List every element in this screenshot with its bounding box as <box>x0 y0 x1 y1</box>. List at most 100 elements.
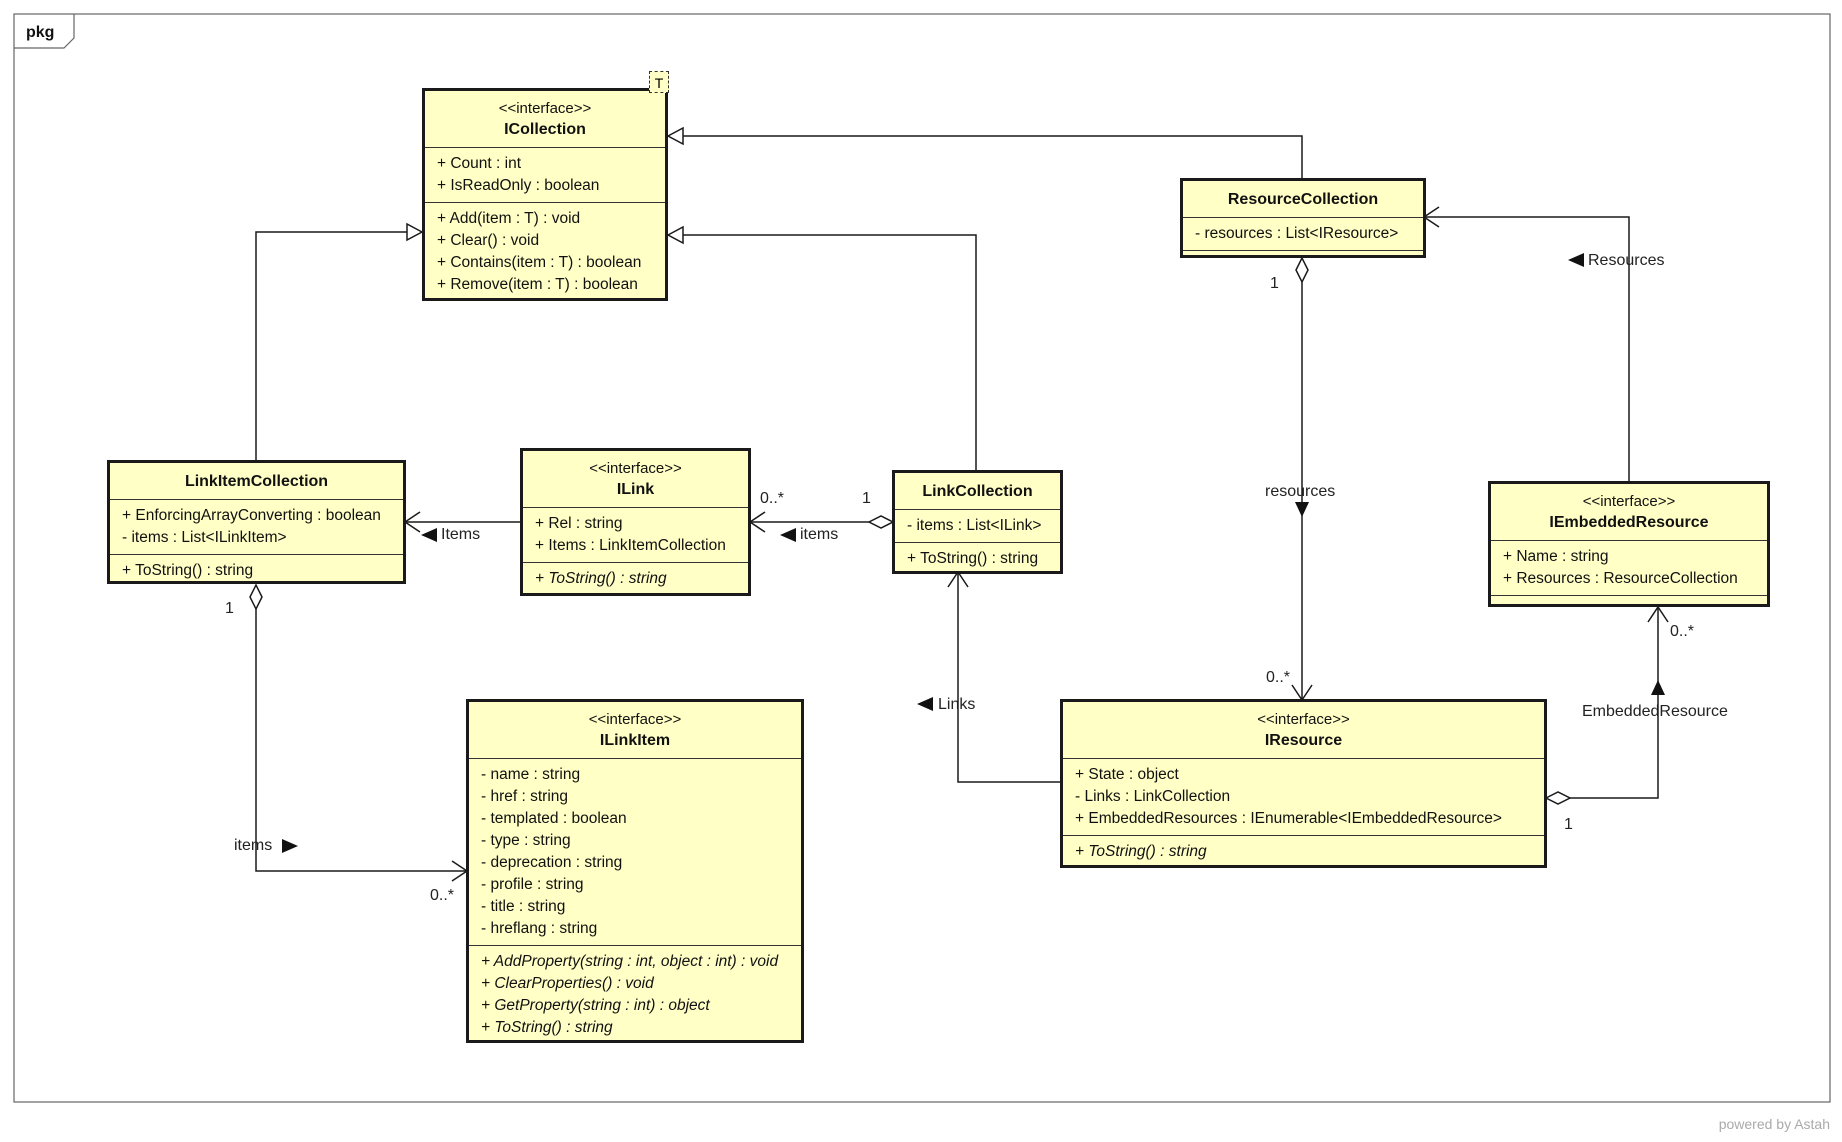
class-header: LinkCollection <box>895 473 1060 510</box>
attribute: - hreflang : string <box>481 920 598 937</box>
attribute: - items : List<ILink> <box>907 517 1042 534</box>
multiplicity-label: 0..* <box>760 490 785 507</box>
attribute: + EnforcingArrayConverting : boolean <box>122 507 381 524</box>
class-linkcollection[interactable]: LinkCollection - items : List<ILink> + T… <box>892 470 1063 574</box>
attributes-compartment: + State : object - Links : LinkCollectio… <box>1063 759 1544 836</box>
class-name: LinkItemCollection <box>184 473 329 490</box>
attribute: - resources : List<IResource> <box>1195 225 1399 242</box>
operation: + ToString() : string <box>907 550 1039 567</box>
stereotype-label: <<interface>> <box>1582 493 1676 510</box>
attributes-compartment: - resources : List<IResource> <box>1183 218 1423 251</box>
class-name: IResource <box>1264 732 1343 749</box>
operations-compartment: + ToString() : string <box>1063 836 1544 868</box>
operation: + AddProperty(string : int, object : int… <box>481 953 779 970</box>
attribute: - href : string <box>481 788 568 805</box>
multiplicity-label: 0..* <box>430 887 455 904</box>
class-header: <<interface>> IResource <box>1063 702 1544 759</box>
realization-linkcollection <box>668 234 977 471</box>
attribute: - profile : string <box>481 876 584 893</box>
operation: + ToString() : string <box>1075 843 1207 860</box>
attribute: - Links : LinkCollection <box>1075 788 1231 805</box>
attribute: + Items : LinkItemCollection <box>535 537 726 554</box>
operation: + Contains(item : T) : boolean <box>437 254 642 271</box>
attributes-compartment: + Rel : string + Items : LinkItemCollect… <box>523 508 748 563</box>
class-iresource[interactable]: <<interface>> IResource + State : object… <box>1060 699 1547 868</box>
class-name: ResourceCollection <box>1227 191 1379 208</box>
association-label: items <box>234 837 273 854</box>
multiplicity-label: 0..* <box>1670 623 1695 640</box>
class-icollection[interactable]: <<interface>> ICollection + Count : int … <box>422 88 668 301</box>
class-header: <<interface>> ILink <box>523 451 748 508</box>
aggregation-linkitemcollection-items <box>255 585 467 872</box>
operations-compartment: + ToString() : string <box>895 543 1060 575</box>
association-label: Links <box>938 696 976 713</box>
package-label: pkg <box>26 24 55 41</box>
realization-linkitemcollection <box>255 231 422 461</box>
attribute: - templated : boolean <box>481 810 627 827</box>
operations-compartment: + ToString() : string <box>523 563 748 595</box>
aggregation-iresource-embedded <box>1546 607 1659 799</box>
open-arrowhead <box>1647 605 1669 623</box>
stereotype-label: <<interface>> <box>498 100 592 117</box>
multiplicity-label: 1 <box>862 490 871 507</box>
attributes-compartment: - items : List<ILink> <box>895 510 1060 543</box>
generalization-arrowhead <box>406 222 424 242</box>
direction-triangle <box>780 528 796 542</box>
class-ilink[interactable]: <<interface>> ILink + Rel : string + Ite… <box>520 448 751 596</box>
aggregation-diamond <box>1295 256 1309 284</box>
class-resourcecollection[interactable]: ResourceCollection - resources : List<IR… <box>1180 178 1426 258</box>
class-name: ILinkItem <box>599 732 671 749</box>
operations-compartment: + ToString() : string <box>110 555 403 587</box>
class-header: LinkItemCollection <box>110 463 403 500</box>
stereotype-label: <<interface>> <box>589 460 682 477</box>
attribute: - deprecation : string <box>481 854 623 871</box>
attributes-compartment: + Count : int + IsReadOnly : boolean <box>425 148 665 203</box>
operation: + Add(item : T) : void <box>437 210 581 227</box>
attribute: + Rel : string <box>535 515 623 532</box>
association-iresource-links <box>957 572 1061 783</box>
attribute: - name : string <box>481 766 581 783</box>
direction-triangle <box>1651 680 1665 695</box>
operation: + Remove(item : T) : boolean <box>437 276 638 293</box>
class-name: LinkCollection <box>922 483 1033 500</box>
class-name: IEmbeddedResource <box>1549 514 1709 531</box>
class-header: <<interface>> ICollection <box>425 91 665 148</box>
attribute: + EmbeddedResources : IEnumerable<IEmbed… <box>1075 810 1502 827</box>
aggregation-diamond <box>867 515 895 529</box>
attribute: - title : string <box>481 898 566 915</box>
multiplicity-label: 0..* <box>1266 669 1291 686</box>
realization-resourcecollection <box>668 135 1303 178</box>
stereotype-label: <<interface>> <box>588 711 682 728</box>
association-label: Items <box>441 526 481 543</box>
direction-triangle <box>421 528 437 542</box>
class-header: <<interface>> ILinkItem <box>469 702 801 759</box>
class-linkitemcollection[interactable]: LinkItemCollection + EnforcingArrayConve… <box>107 460 406 584</box>
operation: + ToString() : string <box>122 562 254 579</box>
association-embedded-resources <box>1424 216 1630 481</box>
operations-compartment: + AddProperty(string : int, object : int… <box>469 946 801 1044</box>
direction-triangle <box>282 839 298 853</box>
class-iembeddedresource[interactable]: <<interface>> IEmbeddedResource + Name :… <box>1488 481 1770 607</box>
multiplicity-label: 1 <box>1270 275 1279 292</box>
operations-compartment <box>1491 596 1767 614</box>
class-ilinkitem[interactable]: <<interface>> ILinkItem - name : string … <box>466 699 804 1043</box>
attribute: + Name : string <box>1503 548 1609 565</box>
association-label: EmbeddedResource <box>1582 703 1728 720</box>
stereotype-label: <<interface>> <box>1257 711 1350 728</box>
association-label: items <box>800 526 839 543</box>
generalization-arrowhead <box>666 225 684 245</box>
attribute: + Count : int <box>437 155 522 172</box>
multiplicity-label: 1 <box>1564 816 1573 833</box>
operation: + Clear() : void <box>437 232 540 249</box>
operation: + GetProperty(string : int) : object <box>481 997 710 1014</box>
package-frame-tab <box>14 14 75 49</box>
class-name: ICollection <box>504 121 586 138</box>
class-header: <<interface>> IEmbeddedResource <box>1491 484 1767 541</box>
attribute: - type : string <box>481 832 571 849</box>
attribute: + IsReadOnly : boolean <box>437 177 600 194</box>
astah-watermark: powered by Astah <box>1718 1116 1830 1132</box>
template-parameter: T <box>649 71 669 93</box>
attribute: - items : List<ILinkItem> <box>122 529 287 546</box>
operation: + ClearProperties() : void <box>481 975 654 992</box>
direction-triangle <box>1568 253 1584 267</box>
